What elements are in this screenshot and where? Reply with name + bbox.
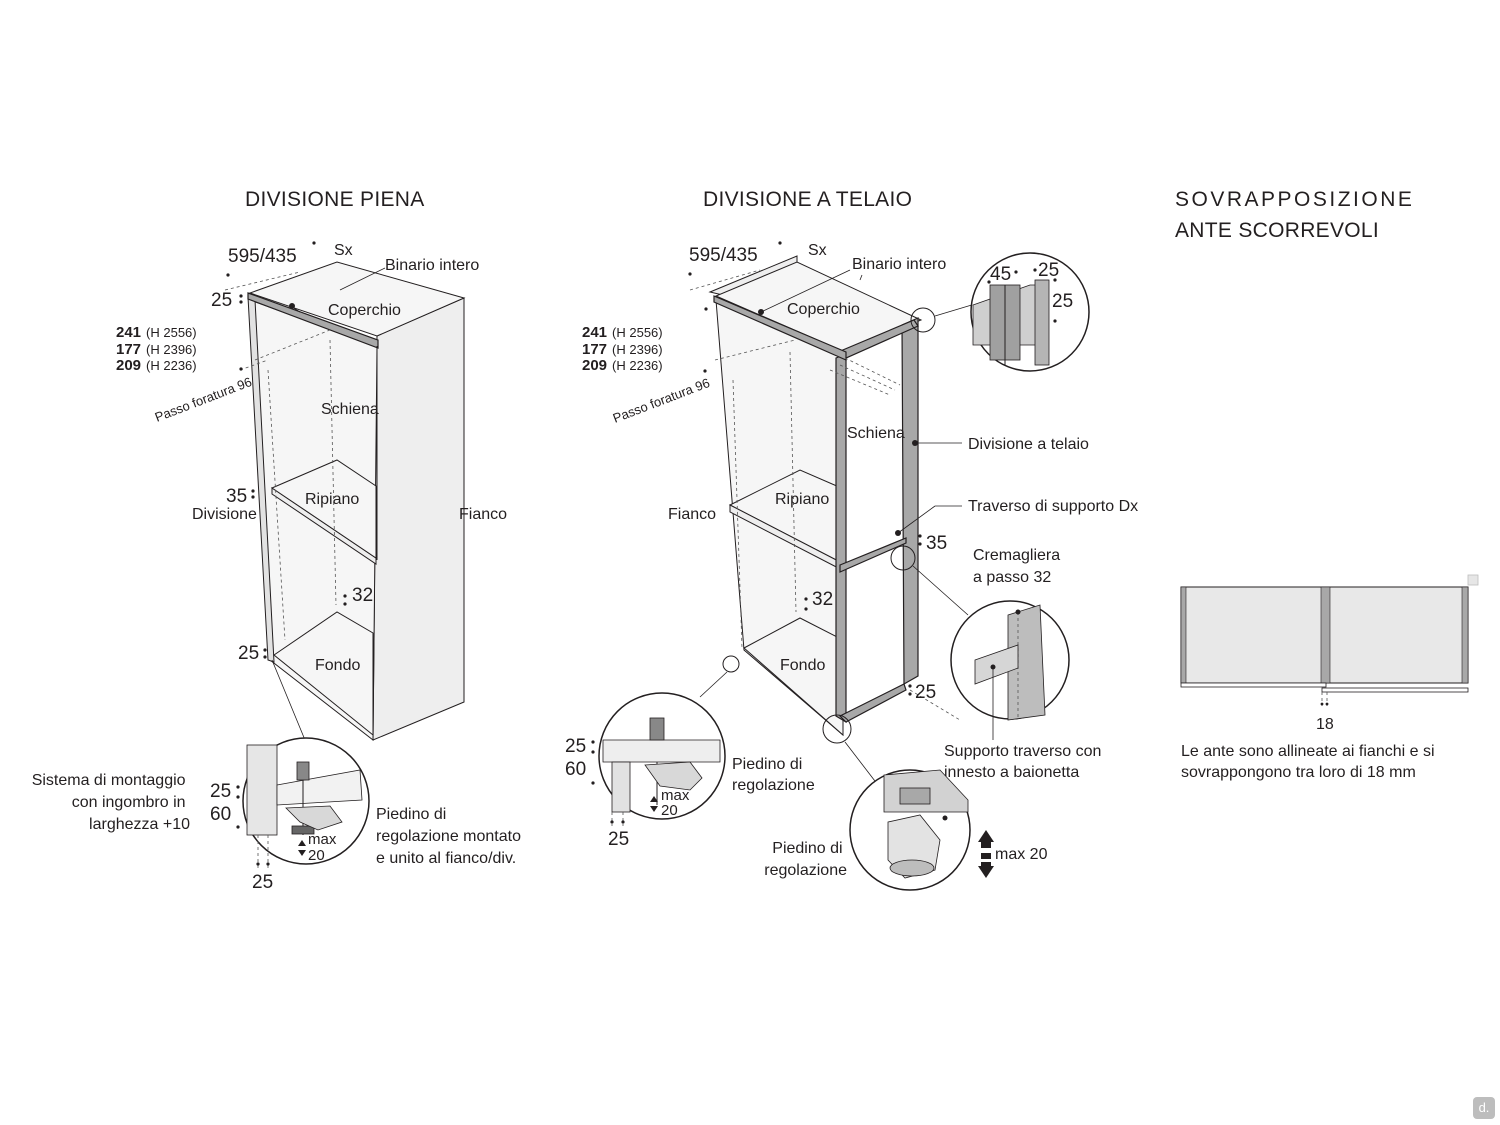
frame-division-label: Divisione a telaio bbox=[968, 436, 1089, 453]
rail-label: Binario intero bbox=[852, 256, 946, 273]
cover-label: Coperchio bbox=[787, 301, 860, 318]
title-divisione-telaio: DIVISIONE A TELAIO bbox=[703, 188, 912, 211]
brand-logo: d. bbox=[1473, 1097, 1495, 1119]
mount-system-note: Sistema di montaggio con ingombro in lar… bbox=[32, 772, 190, 833]
width-dimension: 595/435 bbox=[228, 246, 297, 267]
division-label: Divisione bbox=[192, 506, 257, 523]
detail-dim-25b: 25 bbox=[252, 872, 273, 893]
cross-support-label: Traverso di supporto Dx bbox=[968, 498, 1138, 515]
detail-dim-60: 60 bbox=[210, 804, 231, 825]
overlap-dim-18: 18 bbox=[1316, 716, 1334, 733]
panel-sovrapposizione-ante: SOVRAPPOSIZIONE ANTE SCORREVOLI 18 Le an… bbox=[1175, 188, 1479, 781]
rack-detail-telaio bbox=[950, 600, 1070, 740]
side-sx-label: Sx bbox=[808, 242, 827, 259]
width-dimension: 595/435 bbox=[689, 245, 758, 266]
title-divisione-piena: DIVISIONE PIENA bbox=[245, 188, 425, 211]
height-241: 241(H 2556) bbox=[116, 324, 197, 341]
height-177: 177(H 2396) bbox=[582, 341, 663, 358]
shelf-label: Ripiano bbox=[775, 491, 829, 508]
side-sx-label: Sx bbox=[334, 242, 353, 259]
rack-label: Cremagliera a passo 32 bbox=[973, 547, 1065, 586]
title-ante-scorrevoli: ANTE SCORREVOLI bbox=[1175, 219, 1379, 242]
side-panel-label: Fianco bbox=[459, 506, 507, 523]
foot-left-label: Piedino di regolazione bbox=[732, 756, 815, 794]
max20-arrow-icon bbox=[978, 830, 994, 878]
detail-20: 20 bbox=[308, 847, 325, 864]
dim-35: 35 bbox=[926, 533, 947, 554]
detail-dim-25b: 25 bbox=[1052, 291, 1073, 312]
detail-dim-25: 25 bbox=[210, 781, 231, 802]
detail-dim-45: 45 bbox=[990, 264, 1011, 285]
dim-32: 32 bbox=[812, 589, 833, 610]
detail-left-max: max bbox=[661, 787, 690, 804]
rail-label: Binario intero bbox=[385, 257, 479, 274]
back-label: Schiena bbox=[847, 425, 905, 442]
detail-left-25: 25 bbox=[565, 736, 586, 757]
detail-left-20: 20 bbox=[661, 802, 678, 819]
doors-alignment-note: Le ante sono allineate ai fianchi e si s… bbox=[1181, 743, 1439, 781]
side-panel-label: Fianco bbox=[668, 506, 716, 523]
sliding-doors-plan bbox=[1180, 574, 1479, 706]
dim-35: 35 bbox=[226, 486, 247, 507]
title-sovrapposizione: SOVRAPPOSIZIONE bbox=[1175, 188, 1414, 211]
drill-pitch-label: Passo foratura 96 bbox=[153, 374, 254, 425]
cabinet-piena-drawing bbox=[224, 241, 466, 742]
panel-divisione-piena: DIVISIONE PIENA bbox=[32, 188, 525, 893]
height-209: 209(H 2236) bbox=[582, 357, 663, 374]
foot-detail-piena bbox=[242, 737, 370, 868]
cover-label: Coperchio bbox=[328, 302, 401, 319]
max20-label: max 20 bbox=[995, 846, 1048, 863]
cabinet-telaio-drawing bbox=[688, 241, 976, 786]
panel-divisione-telaio: DIVISIONE A TELAIO bbox=[565, 188, 1138, 891]
height-209: 209(H 2236) bbox=[116, 357, 197, 374]
height-177: 177(H 2396) bbox=[116, 341, 197, 358]
foot-mounted-note: Piedino di regolazione montato e unito a… bbox=[376, 806, 525, 867]
bottom-label: Fondo bbox=[780, 657, 825, 674]
corner-detail-telaio bbox=[970, 252, 1090, 372]
foot-right-label: Piedino di regolazione bbox=[764, 840, 847, 879]
dim-32: 32 bbox=[352, 585, 373, 606]
back-label: Schiena bbox=[321, 401, 379, 418]
dim-25-bottom: 25 bbox=[238, 643, 259, 664]
foot-detail-telaio-right bbox=[849, 769, 971, 891]
dim-25-right: 25 bbox=[915, 682, 936, 703]
foot-detail-telaio-left bbox=[598, 692, 726, 826]
bottom-label: Fondo bbox=[315, 657, 360, 674]
drill-pitch-label: Passo foratura 96 bbox=[611, 375, 712, 426]
detail-dim-25a: 25 bbox=[1038, 260, 1059, 281]
detail-max: max bbox=[308, 831, 337, 848]
shelf-label: Ripiano bbox=[305, 491, 359, 508]
detail-left-25b: 25 bbox=[608, 829, 629, 850]
detail-left-60: 60 bbox=[565, 759, 586, 780]
support-bayonet-note: Supporto traverso con innesto a baionett… bbox=[944, 743, 1106, 781]
dim-25-top: 25 bbox=[211, 290, 232, 311]
height-241: 241(H 2556) bbox=[582, 324, 663, 341]
